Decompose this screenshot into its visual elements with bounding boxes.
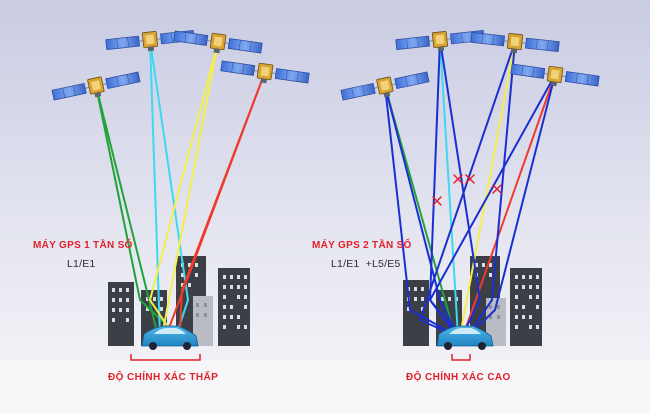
left-car [141, 325, 199, 350]
left-receiver-title: MÁY GPS 1 TẦN SỐ [33, 240, 133, 251]
right-receiver-title: MÁY GPS 2 TẦN SỐ [312, 240, 412, 251]
right-accuracy-bracket [451, 354, 471, 361]
left-accuracy-label: ĐỘ CHÍNH XÁC THẤP [108, 372, 219, 383]
left-frequency-label: L1/E1 [67, 258, 96, 270]
right-panel [339, 26, 601, 361]
ground-background [0, 360, 650, 414]
left-accuracy-bracket [130, 354, 201, 361]
right-frequency-label: L1/E1 +L5/E5 [331, 258, 401, 270]
right-accuracy-label: ĐỘ CHÍNH XÁC CAO [406, 372, 511, 383]
left-signal-lines [95, 39, 266, 337]
left-panel [50, 26, 311, 361]
right-rejection-marks [432, 174, 502, 206]
right-car [436, 325, 494, 350]
